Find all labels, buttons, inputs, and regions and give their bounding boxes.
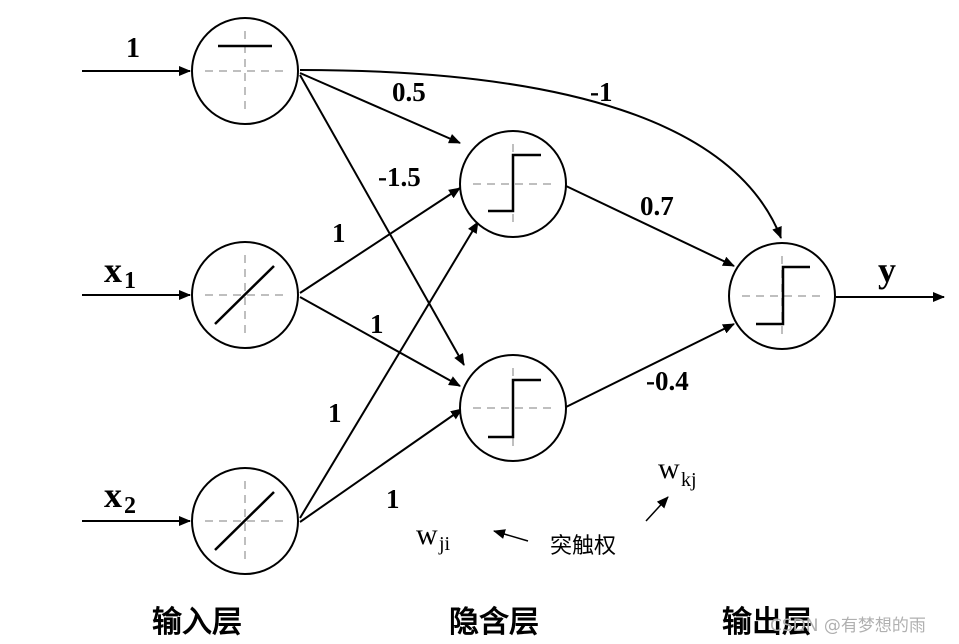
wji-annotation: w ji: [416, 518, 451, 555]
linear-function-icon: [214, 491, 275, 551]
edge-x2-h1: [299, 221, 479, 519]
bias-input-label: 1: [126, 33, 140, 64]
weight-bias-h1: 0.5: [392, 77, 426, 107]
input-node-x1: [191, 241, 299, 349]
output-node: [728, 242, 836, 350]
wkj-base: w: [658, 452, 680, 485]
edge-bias-h2: [299, 74, 465, 366]
x1-input-label: x 1: [104, 250, 136, 294]
weight-x1-h2: 1: [370, 309, 384, 339]
synapse-weight-label: 突触权: [550, 534, 616, 559]
weight-bias-out: -1: [590, 77, 613, 107]
output-layer-label: 输出层: [722, 605, 812, 640]
edge-h1-out: [565, 185, 735, 267]
wji-base: w: [416, 518, 438, 551]
weight-x2-h2: 1: [386, 484, 400, 514]
edge-x1-h2: [299, 296, 461, 387]
wji-pointer-arrow: [493, 529, 529, 542]
wkj-pointer-arrow: [645, 496, 669, 522]
edge-x2-h2: [299, 408, 463, 523]
step-function-icon: [488, 153, 541, 213]
x2-label-subscript: 2: [124, 493, 136, 519]
weight-x2-h1: 1: [328, 398, 342, 428]
weight-x1-h1: 1: [332, 218, 346, 248]
step-function-icon: [756, 265, 810, 326]
x1-label-subscript: 1: [124, 268, 136, 294]
input-node-bias: [191, 17, 299, 125]
x2-input-label: x 2: [104, 475, 136, 519]
watermark: CSDN @有梦想的雨: [770, 616, 926, 636]
weight-h1-out: 0.7: [640, 191, 674, 221]
hidden-layer-label: 隐含层: [449, 605, 539, 640]
weight-bias-h2: -1.5: [378, 162, 421, 192]
edge-bias-out: [299, 69, 782, 239]
wkj-annotation: w kj: [658, 452, 697, 491]
wkj-subscript: kj: [681, 469, 697, 491]
edge-x1-h1: [299, 187, 461, 294]
weight-h2-out: -0.4: [646, 366, 689, 396]
input-node-x2: [191, 467, 299, 575]
x2-label-base: x: [104, 475, 122, 515]
x1-label-base: x: [104, 250, 122, 290]
edge-bias-h1: [299, 72, 461, 144]
edge-h2-out: [565, 323, 735, 408]
hidden-node-2: [459, 354, 567, 462]
linear-function-icon: [214, 265, 275, 325]
wji-subscript: ji: [438, 533, 451, 555]
hidden-node-1: [459, 130, 567, 238]
step-function-icon: [488, 378, 541, 439]
input-layer-label: 输入层: [152, 605, 242, 640]
output-label: y: [878, 250, 896, 290]
